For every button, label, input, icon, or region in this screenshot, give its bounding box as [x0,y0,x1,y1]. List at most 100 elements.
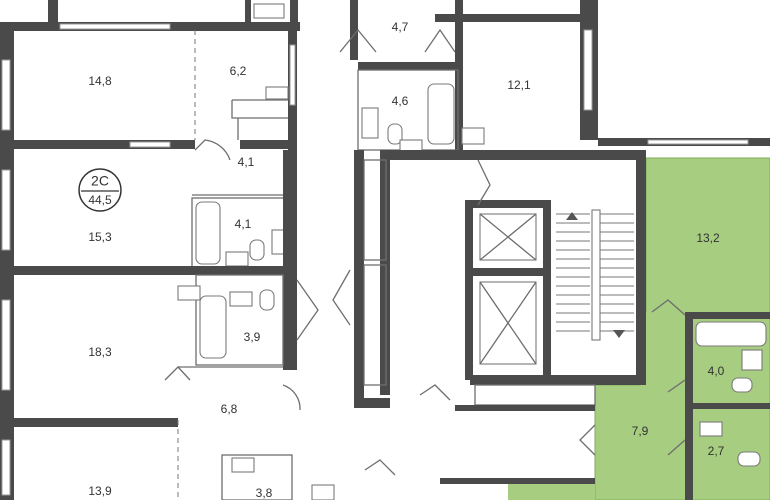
wall-h-10 [455,405,595,411]
wall-h-6 [0,418,178,427]
wall-v-2 [283,150,297,370]
hl-sink [741,349,763,371]
room-label-18-3: 18,3 [88,345,112,359]
hl-door-3 [667,379,686,393]
core-wall-right [636,150,646,385]
bathtub-1 [195,201,221,265]
window-right-1 [289,44,296,106]
wall-h-1 [0,140,195,149]
door-arc-3 [164,366,191,381]
exterior-wall-bottom [440,478,595,484]
hl-door-2 [579,424,596,456]
core-wall-top [380,150,645,160]
wall-h-8 [435,14,585,22]
room-label-4-6: 4,6 [392,94,409,108]
room-label-3-8: 3,8 [256,486,273,500]
toilet-3 [311,484,335,500]
window-top-2 [647,139,749,145]
room-label-4-1-b: 4,1 [235,217,252,231]
core-inner-2 [465,200,473,380]
stair-arrow-1 [566,212,578,220]
wall-stub-2 [245,0,251,22]
room-label-13-2: 13,2 [696,231,720,245]
door-arc-11 [364,459,396,476]
door-arc-10 [477,159,491,206]
badge-circle [78,168,122,212]
shaft-box-1 [363,159,387,261]
hl-door-1 [651,299,686,316]
badge-type: 2С [91,173,109,189]
shaft-bottom [354,398,390,408]
hl-washer [699,421,723,437]
window-top-1 [59,23,171,30]
window-left-2 [1,169,11,251]
toilet-2 [259,289,275,311]
core-inner-1 [465,200,550,208]
wall-v-3 [350,0,358,60]
hl-wall-2 [685,312,770,319]
wall-h-2 [240,140,297,149]
hl-bathtub [695,321,767,347]
room-label-4-7: 4,7 [392,20,409,34]
room-label-6-2: 6,2 [230,64,247,78]
room-label-12-1: 12,1 [507,78,531,92]
toilet-1 [249,239,265,261]
room-label-3-9: 3,9 [244,330,261,344]
room-label-15-3: 15,3 [88,230,112,244]
elevator-1-x [479,213,537,261]
room-label-4-1-a: 4,1 [238,155,255,169]
wall-v-4 [455,0,463,150]
bath-39-outline [195,274,284,366]
hl-wall-1 [685,312,693,500]
bath-top [253,3,285,19]
sink-5 [361,107,379,139]
door-arc-7 [339,28,377,53]
toilet-4 [387,123,403,145]
wall-h-7 [358,62,458,70]
sink-3 [177,285,201,301]
window-left-1 [1,59,11,131]
room-label-13-9: 13,9 [88,484,112,498]
sink-area-1 [231,99,288,119]
door-arc-9 [419,384,451,401]
stair-arrow-2 [613,330,625,338]
wall-h-4 [0,266,200,275]
door-arc-8 [424,28,456,53]
washer-2 [229,291,253,307]
window-right-2 [583,29,593,111]
bath-38-outline [221,454,293,500]
hl-toilet-1 [731,377,753,393]
room-label-4-0: 4,0 [708,364,725,378]
window-int-1 [129,141,171,148]
wall-h-3 [0,140,14,150]
room-label-14-8: 14,8 [88,74,112,88]
apartment-badge: 2С 44,5 [78,168,122,212]
sink-6 [461,127,485,145]
room-label-6-8: 6,8 [221,402,238,416]
hl-wall-3 [693,403,770,409]
door-arc-4 [282,384,301,411]
wall-stub-3 [290,0,298,30]
window-left-4 [1,439,11,496]
core-inner-3 [543,200,551,380]
door-arc-5 [296,279,319,341]
core-inner-4 [465,268,550,276]
bathtub-2 [199,295,227,359]
shaft-box-2 [363,264,387,386]
room-label-2-7: 2,7 [708,444,725,458]
sink-4 [231,457,255,473]
washer-1 [225,251,249,267]
core-wall-bottom [470,375,646,385]
hl-door-4 [667,439,686,456]
room-label-7-9: 7,9 [632,424,649,438]
wall-stub-1 [48,0,58,22]
door-arc-6 [332,269,351,326]
badge-area: 44,5 [88,193,112,207]
stair-rail [591,209,601,341]
bathtub-3 [427,83,455,145]
lobby-shaft [474,384,596,406]
sink-1 [265,86,289,100]
shaft-col [354,150,364,405]
window-left-3 [1,299,11,391]
